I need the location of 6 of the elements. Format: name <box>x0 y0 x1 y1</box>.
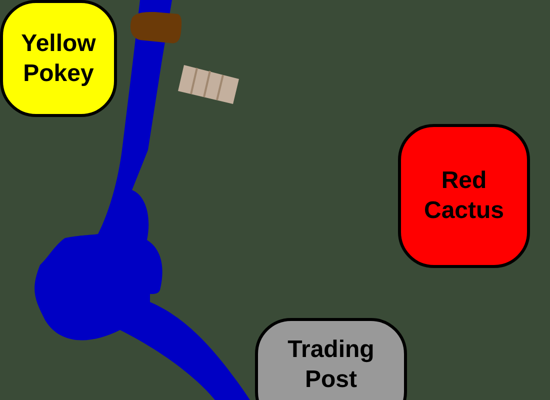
place-name: Trading Post <box>286 335 376 395</box>
place-label-box <box>255 318 407 400</box>
place-label-box <box>0 0 117 117</box>
place-name: Red Cactus <box>422 166 506 226</box>
place-label-box <box>398 124 530 268</box>
place-name: Yellow Pokey <box>20 28 97 88</box>
